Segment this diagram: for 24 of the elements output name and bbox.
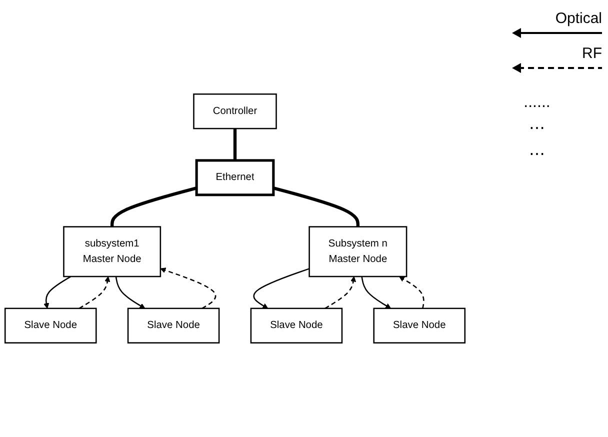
node-box: subsystem1 Master Node [63,226,162,278]
arrow [160,268,216,309]
connector [233,128,237,160]
legend-label: Optical [555,10,602,27]
node-box: Slave Node [127,308,220,344]
ellipsis-label: ⋯ [529,119,545,138]
arrow [78,276,110,309]
connector [273,186,360,227]
node-box: Subsystem n Master Node [308,226,408,278]
node-box: Slave Node [4,308,97,344]
arrow [361,276,392,309]
arrow [324,276,356,309]
node-box: Controller [193,93,277,130]
node-box: Ethernet [195,159,275,196]
arrow [399,276,424,309]
node-box: Slave Node [250,308,343,344]
connector [110,186,197,227]
legend-label: RF [582,45,602,62]
arrow [44,276,72,309]
ellipsis-label: ⋯ [529,145,545,164]
ellipsis-label: ...... [524,94,550,112]
arrow [253,268,310,309]
node-box: Slave Node [373,308,466,344]
arrow [115,276,146,309]
